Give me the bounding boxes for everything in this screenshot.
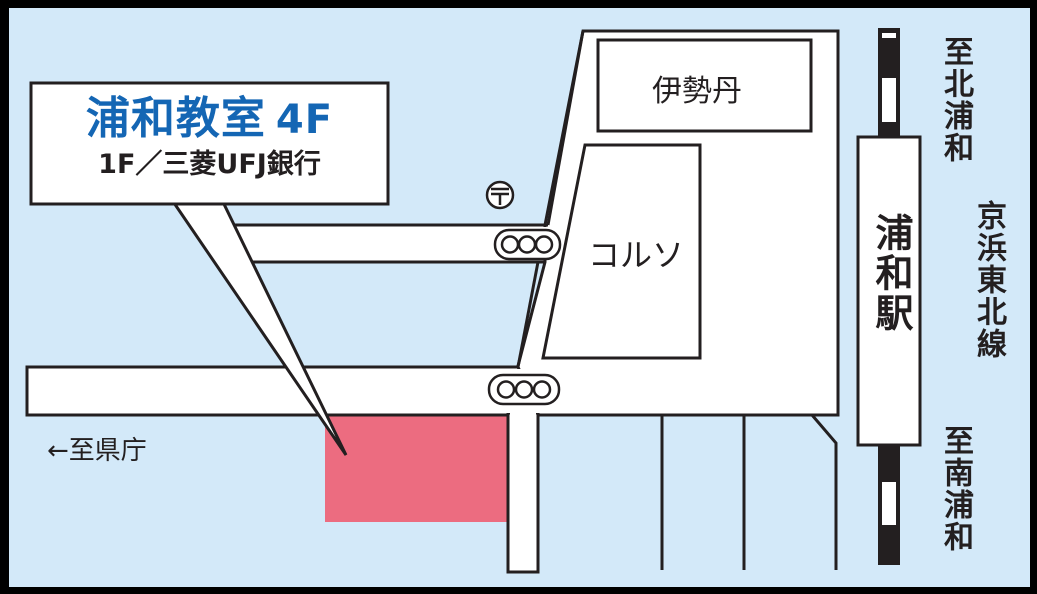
destination-building (325, 415, 507, 522)
classroom-subtitle: 1F／三菱UFJ銀行 (98, 149, 321, 180)
road-south (506, 411, 540, 574)
building-isetan (596, 38, 813, 133)
corso-label: コルソ (588, 236, 685, 274)
direction-prefecture-label: ←至県庁 (47, 436, 147, 466)
railway-line-label: 京浜東北線 (971, 200, 1006, 360)
building-corso (541, 143, 702, 360)
station-label: 浦和駅 (869, 213, 913, 333)
traffic-light-icon-lower (487, 373, 561, 406)
direction-south-label: 至南浦和 (938, 425, 973, 553)
classroom-name: 浦和教室 (85, 93, 266, 144)
post-office-icon (485, 180, 515, 210)
classroom-floor: 4F (275, 97, 334, 143)
callout-box (29, 81, 390, 206)
traffic-light-icon-upper (493, 228, 562, 261)
direction-north-label: 至北浦和 (938, 36, 973, 164)
isetan-label: 伊勢丹 (652, 74, 742, 109)
station-building (856, 135, 922, 447)
